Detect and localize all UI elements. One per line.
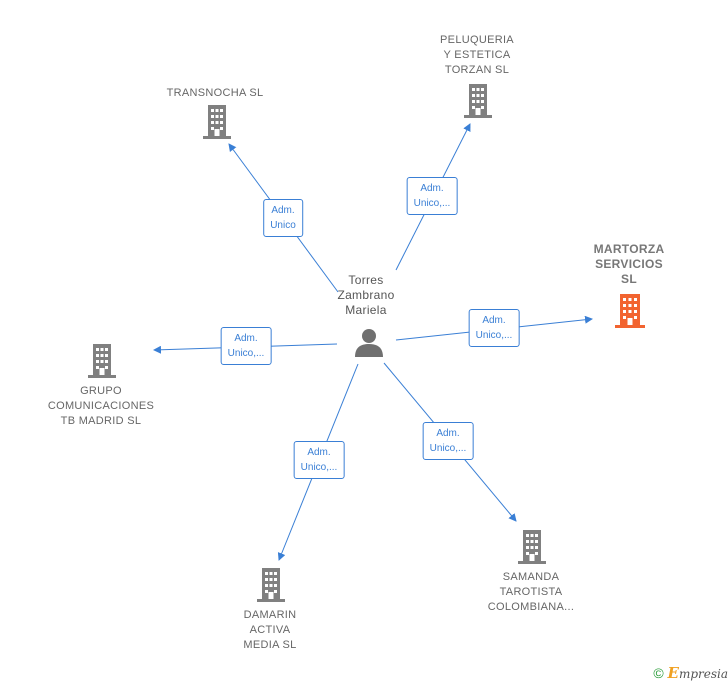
- relation-label-damarin[interactable]: Adm. Unico,...: [293, 441, 345, 479]
- company-martorza-label[interactable]: MARTORZA SERVICIOS SL: [593, 242, 665, 286]
- building-icon[interactable]: [464, 84, 492, 123]
- company-grupo-label[interactable]: GRUPO COMUNICACIONES TB MADRID SL: [47, 385, 155, 427]
- company-samanda-label[interactable]: SAMANDA TAROTISTA COLOMBIANA...: [487, 571, 575, 613]
- building-icon[interactable]: [203, 105, 231, 144]
- relation-label-peluqueria[interactable]: Adm. Unico,...: [406, 177, 458, 215]
- building-icon-transnocha: [203, 105, 231, 139]
- brand-initial: E: [667, 664, 679, 682]
- brand-name: mpresia: [678, 667, 728, 681]
- person-icon[interactable]: [354, 328, 384, 362]
- building-icon[interactable]: [257, 568, 285, 607]
- building-icon[interactable]: [88, 344, 116, 383]
- person-name[interactable]: Torres Zambrano Mariela: [337, 273, 395, 317]
- relation-label-grupo[interactable]: Adm. Unico,...: [220, 327, 272, 365]
- copyright-icon: ©: [653, 665, 664, 681]
- building-icon[interactable]: [518, 530, 546, 569]
- company-damarin-label[interactable]: DAMARIN ACTIVA MEDIA SL: [243, 609, 297, 651]
- brand-watermark: © Empresia: [653, 664, 728, 682]
- relation-label-martorza[interactable]: Adm. Unico,...: [468, 309, 520, 347]
- company-peluqueria-label[interactable]: PELUQUERIA Y ESTETICA TORZAN SL: [440, 34, 514, 76]
- relation-label-samanda[interactable]: Adm. Unico,...: [422, 422, 474, 460]
- company-transnocha-label[interactable]: TRANSNOCHA SL: [166, 87, 264, 99]
- relation-label-transnocha[interactable]: Adm. Unico: [263, 199, 303, 237]
- building-icon[interactable]: [614, 294, 646, 333]
